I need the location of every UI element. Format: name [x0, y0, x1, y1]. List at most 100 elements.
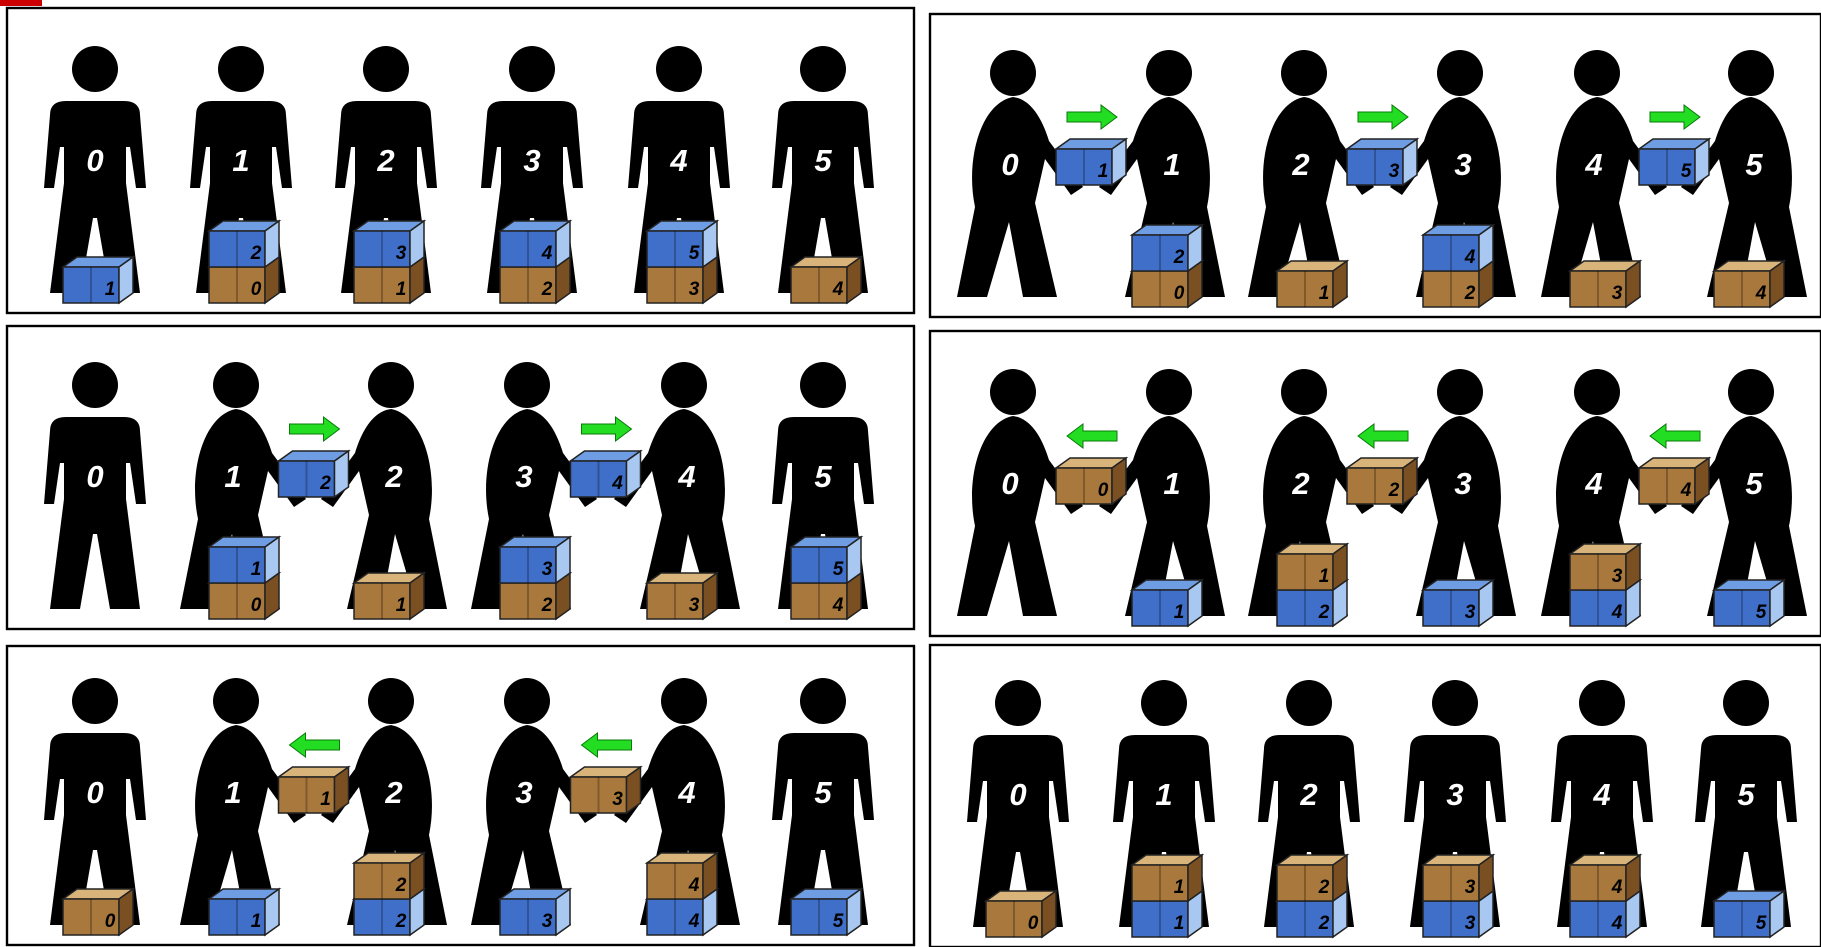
box-on-floor: 1	[63, 257, 133, 303]
box-label: 2	[250, 243, 262, 264]
box-label: 0	[105, 911, 116, 932]
person-label: 4	[677, 775, 695, 810]
person-label: 0	[86, 143, 103, 178]
box-in-transit: 5	[1639, 139, 1709, 185]
box-on-floor: 5	[1714, 580, 1784, 626]
box-label: 5	[1756, 913, 1767, 934]
person-label: 5	[814, 775, 832, 810]
person-label: 5	[1745, 466, 1763, 501]
box-in-transit: 1	[279, 767, 349, 813]
person-label: 0	[1009, 777, 1026, 812]
person-label: 1	[1163, 466, 1180, 501]
box-on-floor: 1	[1132, 855, 1202, 901]
person-label: 5	[814, 143, 832, 178]
box-on-floor: 4	[791, 257, 861, 303]
box-on-floor: 4	[1423, 225, 1493, 271]
box-label: 1	[251, 559, 262, 580]
box-on-floor: 5	[1714, 891, 1784, 937]
box-label: 1	[1319, 566, 1330, 587]
box-label: 4	[1611, 913, 1623, 934]
box-label: 3	[1612, 566, 1623, 587]
box-label: 2	[1318, 602, 1330, 623]
box-in-transit: 0	[1056, 458, 1126, 504]
box-label: 0	[1028, 913, 1039, 934]
box-label: 4	[1680, 480, 1692, 501]
box-label: 0	[1174, 283, 1185, 304]
person-label: 3	[515, 775, 532, 810]
panel-bottom-left: 0123450122344513	[7, 646, 914, 945]
box-on-floor: 1	[1277, 261, 1347, 307]
person-label: 4	[1584, 466, 1602, 501]
box-label: 4	[541, 243, 553, 264]
person-label: 5	[814, 459, 832, 494]
box-on-floor: 0	[986, 891, 1056, 937]
person-label: 2	[1299, 777, 1317, 812]
box-label: 1	[396, 595, 407, 616]
box-on-floor: 3	[1570, 544, 1640, 590]
box-label: 3	[1389, 161, 1400, 182]
box-on-floor: 4	[500, 221, 570, 267]
box-on-floor: 2	[354, 853, 424, 899]
box-label: 5	[1756, 602, 1767, 623]
box-in-transit: 2	[279, 451, 349, 497]
box-on-floor: 3	[647, 573, 717, 619]
person-label: 0	[1001, 466, 1018, 501]
box-on-floor: 2	[1277, 855, 1347, 901]
box-on-floor: 3	[1423, 855, 1493, 901]
box-label: 0	[251, 595, 262, 616]
box-label: 1	[320, 789, 331, 810]
box-label: 4	[688, 875, 700, 896]
person-label: 3	[523, 143, 540, 178]
box-label: 2	[541, 595, 553, 616]
person-label: 3	[515, 459, 532, 494]
box-label: 3	[396, 243, 407, 264]
box-label: 1	[1174, 913, 1185, 934]
box-label: 4	[832, 595, 844, 616]
box-label: 2	[1318, 913, 1330, 934]
box-label: 3	[1465, 602, 1476, 623]
box-label: 5	[833, 911, 844, 932]
person-label: 2	[376, 143, 394, 178]
box-label: 4	[1755, 283, 1767, 304]
box-label: 1	[1174, 602, 1185, 623]
box-label: 2	[1388, 480, 1400, 501]
box-label: 3	[1465, 877, 1476, 898]
box-label: 4	[688, 911, 700, 932]
box-on-floor: 3	[500, 537, 570, 583]
box-on-floor: 5	[791, 537, 861, 583]
person-label: 4	[1592, 777, 1610, 812]
box-in-transit: 4	[571, 451, 641, 497]
box-label: 1	[1098, 161, 1109, 182]
box-on-floor: 3	[500, 889, 570, 935]
panel-middle-right: 0123451213435024	[930, 331, 1821, 636]
person-label: 0	[86, 459, 103, 494]
person-label: 5	[1737, 777, 1755, 812]
box-on-floor: 5	[791, 889, 861, 935]
box-on-floor: 5	[647, 221, 717, 267]
box-label: 5	[833, 559, 844, 580]
corner-accent-mark	[0, 0, 42, 6]
person-label: 3	[1454, 147, 1471, 182]
box-label: 3	[1612, 283, 1623, 304]
box-on-floor: 1	[354, 573, 424, 619]
box-label: 5	[1681, 161, 1692, 182]
box-label: 4	[1464, 247, 1476, 268]
box-label: 1	[1174, 877, 1185, 898]
person-label: 0	[86, 775, 103, 810]
box-in-transit: 1	[1056, 139, 1126, 185]
box-in-transit: 3	[571, 767, 641, 813]
box-in-transit: 2	[1347, 458, 1417, 504]
person-label: 5	[1745, 147, 1763, 182]
person-label: 4	[1584, 147, 1602, 182]
person-label: 1	[224, 459, 241, 494]
box-label: 3	[542, 911, 553, 932]
box-label: 2	[1173, 247, 1185, 268]
box-on-floor: 0	[63, 889, 133, 935]
box-on-floor: 2	[1132, 225, 1202, 271]
box-label: 4	[1611, 602, 1623, 623]
box-on-floor: 1	[1132, 580, 1202, 626]
box-label: 0	[251, 279, 262, 300]
